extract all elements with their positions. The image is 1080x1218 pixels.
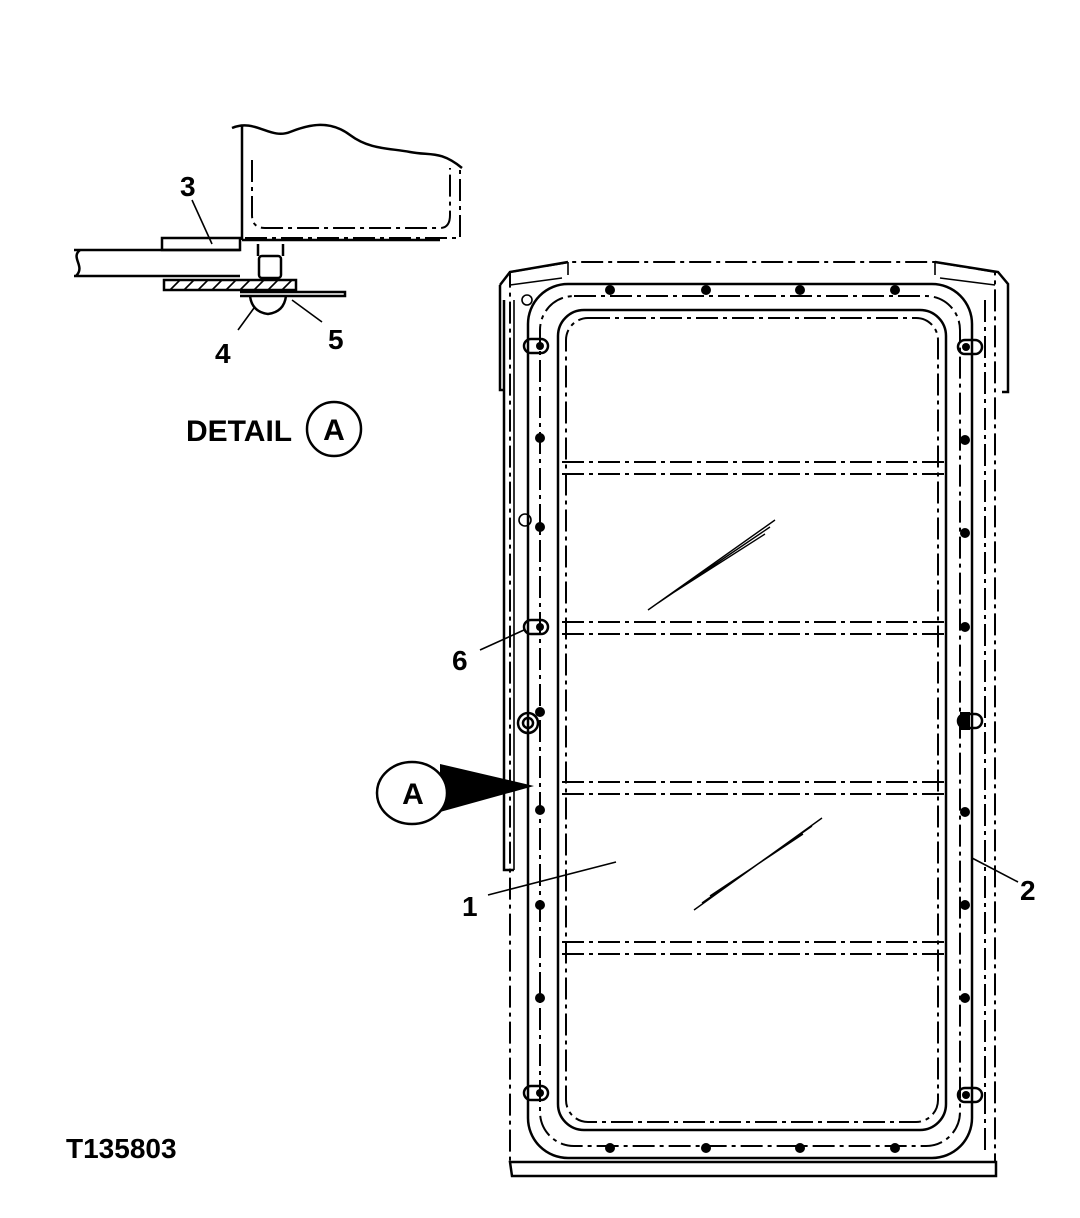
window-frame [498,260,1010,1178]
detail-circle [305,400,363,458]
leader-2 [971,857,1019,883]
label-5: 5 [328,324,344,355]
label-1: 1 [462,891,478,922]
label-4: 4 [215,338,231,369]
detail-title: DETAIL [186,415,292,448]
retaining-clips [522,337,984,1104]
callout-letter: A [402,778,424,811]
label-3: 3 [180,171,196,202]
detail-a-drawing [74,123,463,331]
callout-pointer [440,764,534,812]
leader-1 [487,861,617,896]
label-2: 2 [1020,875,1036,906]
label-6: 6 [452,645,468,676]
figure-id: T135803 [66,1133,177,1164]
fastener-bolts [535,285,970,1153]
detail-letter: A [323,414,345,447]
leader-6 [479,629,525,651]
callout-circle [375,760,449,826]
